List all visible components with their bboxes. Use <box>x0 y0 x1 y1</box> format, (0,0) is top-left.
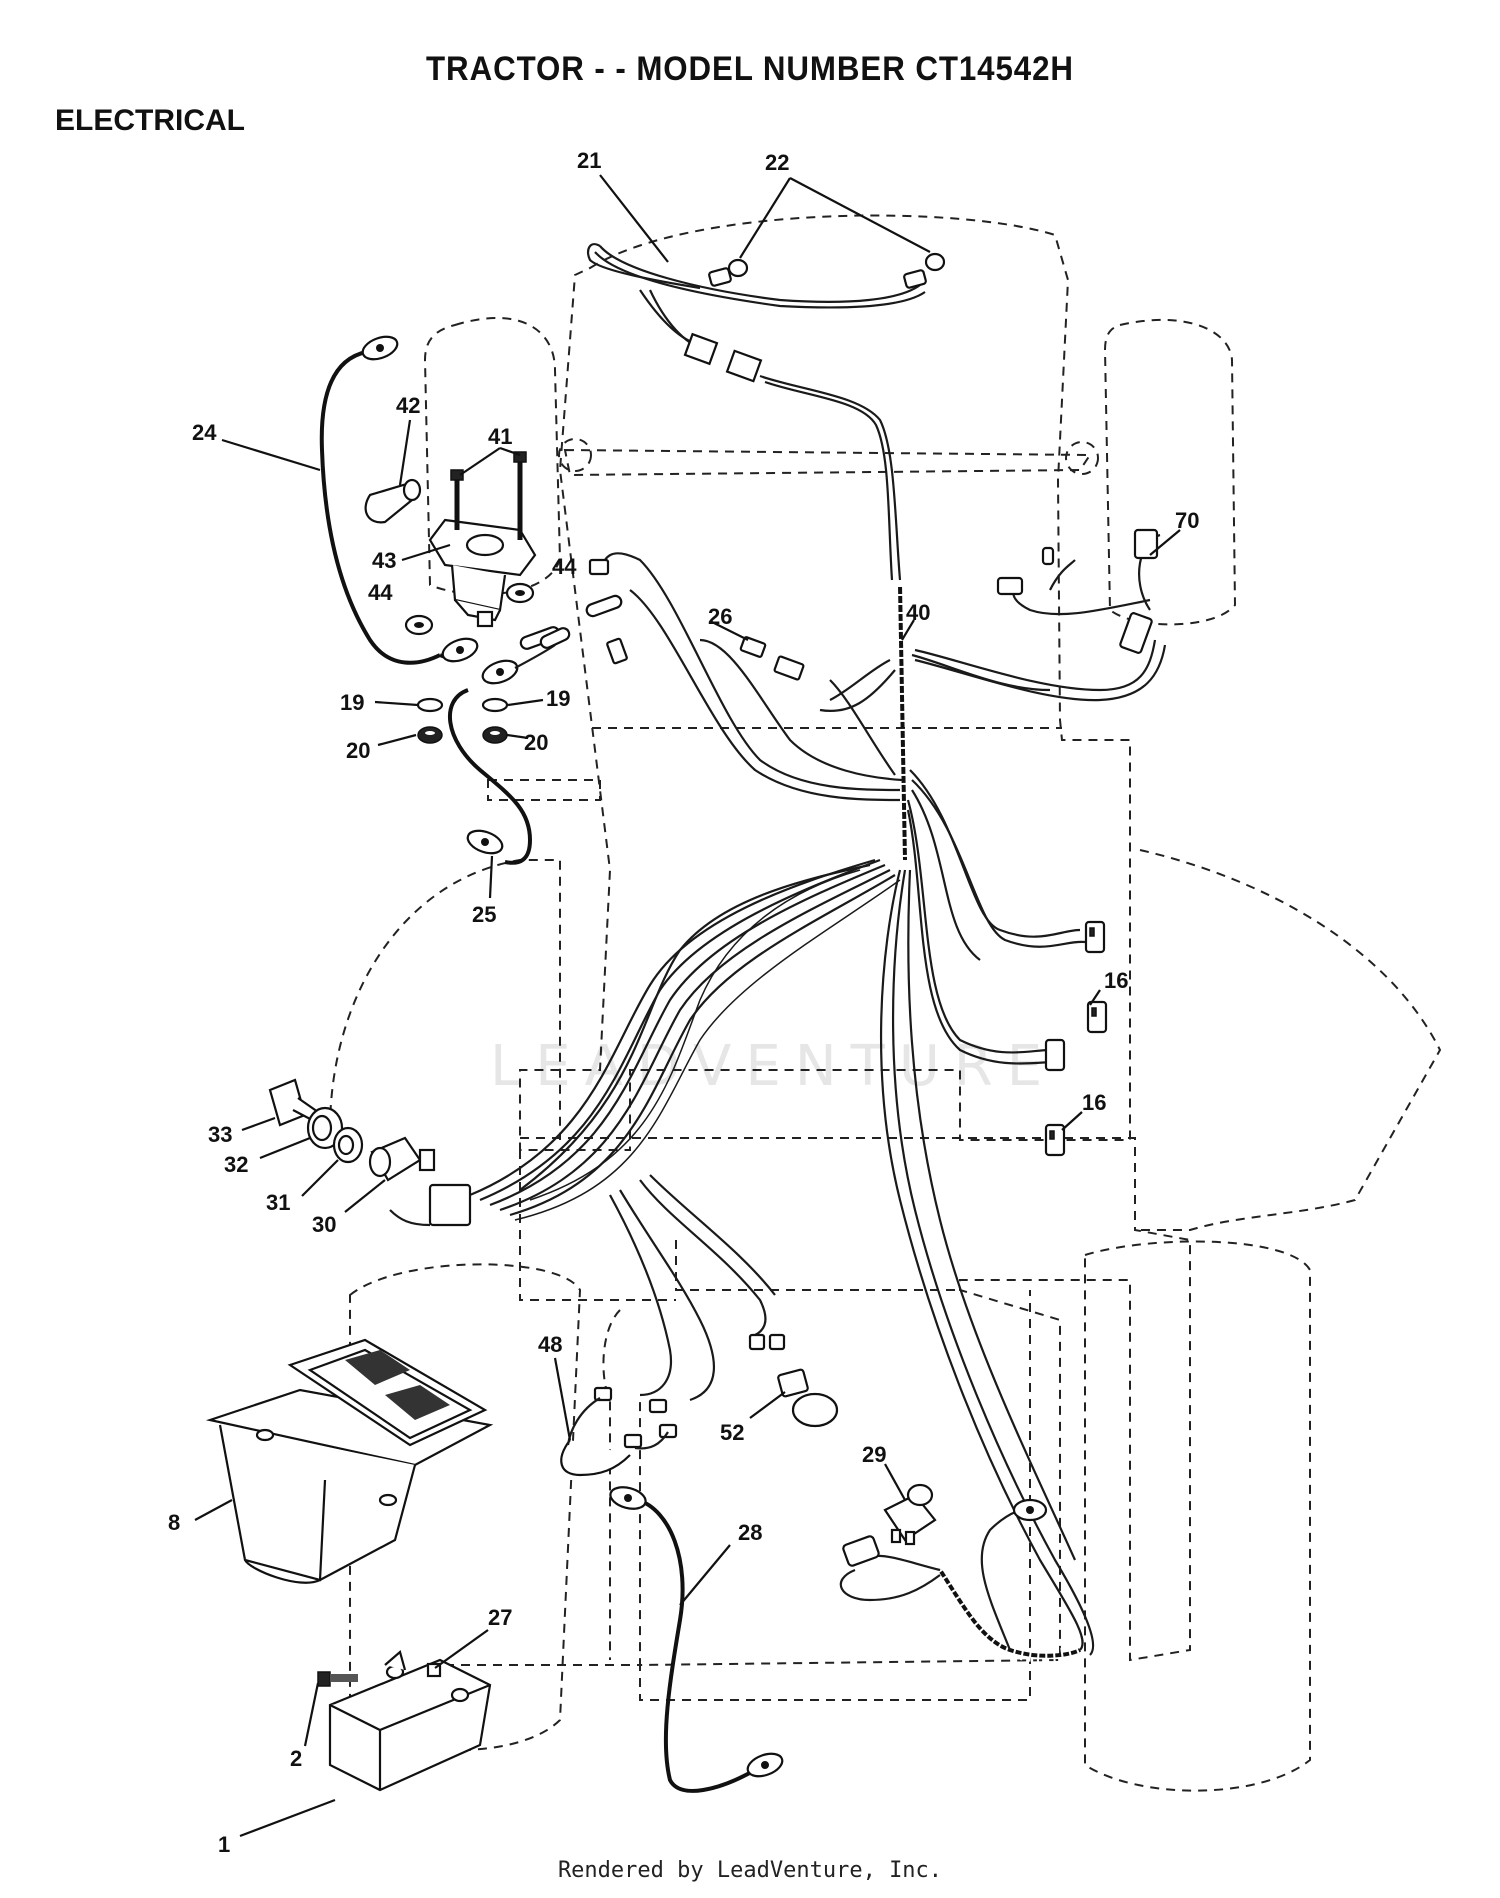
callout-16-upper: 16 <box>1104 968 1128 993</box>
washers-19-nuts-20 <box>416 697 509 744</box>
callout-33: 33 <box>208 1122 232 1147</box>
callout-19-right: 19 <box>546 686 570 711</box>
callout-70: 70 <box>1175 508 1199 533</box>
lamp-socket-22a <box>708 258 749 287</box>
callout-52: 52 <box>720 1420 744 1445</box>
tractor-outline <box>329 214 1442 1792</box>
leader-lines <box>194 174 1181 1838</box>
headlight-harness-21 <box>586 243 946 581</box>
callout-28: 28 <box>738 1520 762 1545</box>
callout-20-right: 20 <box>524 730 548 755</box>
callout-1: 1 <box>218 1832 230 1857</box>
section-title: ELECTRICAL <box>55 104 245 137</box>
callout-42: 42 <box>396 393 420 418</box>
terminal-27 <box>384 1650 442 1678</box>
cable-25 <box>447 688 533 865</box>
battery-1 <box>328 1658 492 1792</box>
page-title: TRACTOR - - MODEL NUMBER CT14542H <box>426 50 1074 88</box>
callout-43: 43 <box>372 548 396 573</box>
callout-25: 25 <box>472 902 496 927</box>
callout-2: 2 <box>290 1746 302 1771</box>
ring-terminal <box>1012 1498 1048 1522</box>
callout-27: 27 <box>488 1605 512 1630</box>
callout-29: 29 <box>862 1442 886 1467</box>
boot-42 <box>364 478 422 524</box>
callout-26: 26 <box>708 604 732 629</box>
callout-8: 8 <box>168 1510 180 1535</box>
footer-credit: Rendered by LeadVenture, Inc. <box>557 1858 943 1883</box>
callout-32: 32 <box>224 1152 248 1177</box>
callout-31: 31 <box>266 1190 290 1215</box>
bulb-52 <box>748 1333 839 1428</box>
washer-31 <box>332 1126 364 1164</box>
nut-32 <box>306 1106 344 1150</box>
callout-48: 48 <box>538 1332 562 1357</box>
switch-29 <box>883 1483 937 1546</box>
callout-30: 30 <box>312 1212 336 1237</box>
callout-22: 22 <box>765 150 789 175</box>
connector-26 <box>739 636 805 681</box>
callout-21: 21 <box>577 148 601 173</box>
watermark: LEADVENTURE <box>490 1034 1056 1099</box>
callout-40: 40 <box>906 600 930 625</box>
harness-loom <box>890 584 915 861</box>
connector-16-lower <box>1044 1038 1066 1157</box>
nuts-44 <box>404 582 535 636</box>
ground-cable-28 <box>609 1486 784 1793</box>
connector-16-upper <box>1084 920 1108 1034</box>
callout-44-right: 44 <box>552 554 577 579</box>
battery-box-8 <box>205 1338 494 1584</box>
terminals-solenoid <box>439 627 571 685</box>
callout-20-left: 20 <box>346 738 370 763</box>
callout-44-left: 44 <box>368 580 393 605</box>
screws-41 <box>450 451 527 540</box>
switch-30 <box>368 1136 472 1227</box>
solenoid-cable-24 <box>319 335 441 665</box>
callout-41: 41 <box>488 424 512 449</box>
callout-19-left: 19 <box>340 690 364 715</box>
bullet-terminals <box>519 558 628 665</box>
seat-switch-48 <box>560 1386 678 1477</box>
callouts: 21 22 24 42 41 43 44 44 70 26 40 19 19 2… <box>168 148 1199 1857</box>
bolt-2 <box>317 1671 358 1687</box>
lamp-socket-22b <box>903 252 946 289</box>
connector-70 <box>996 528 1159 654</box>
coil-cable <box>839 1498 1084 1663</box>
callout-16-lower: 16 <box>1082 1090 1106 1115</box>
callout-24: 24 <box>192 420 217 445</box>
